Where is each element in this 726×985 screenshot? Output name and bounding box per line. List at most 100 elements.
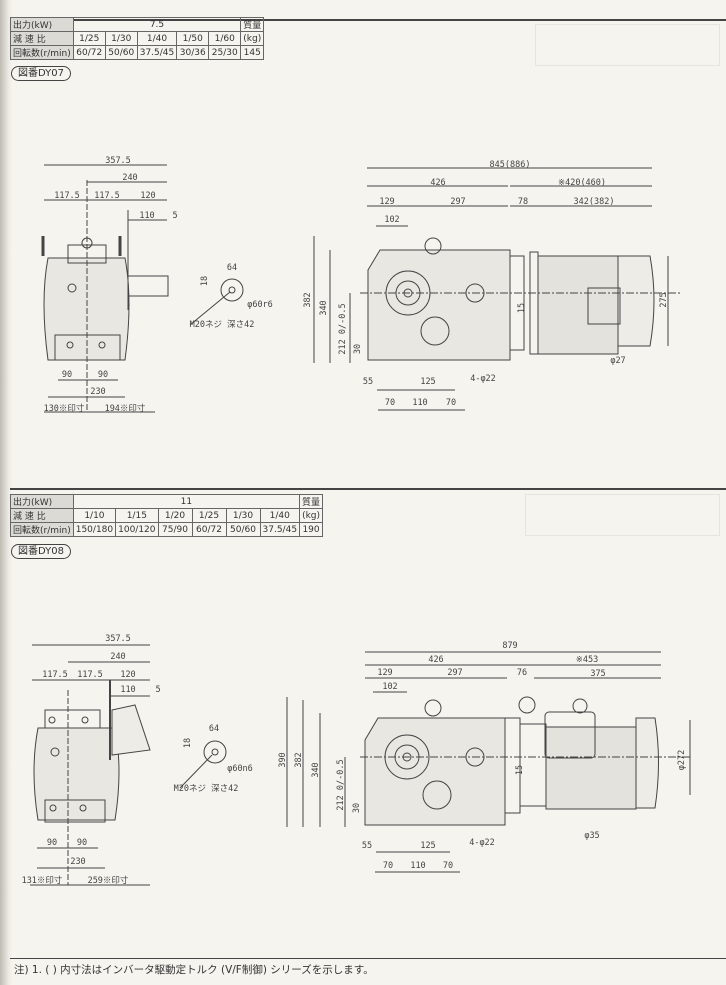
bleed-through [525,494,720,536]
dimension-label: 5 [172,211,178,221]
dimension-label: 342(382) [573,197,615,207]
speed-label: 回転数(r/min) [10,45,74,60]
dimension-label: 120 [120,670,136,680]
footnote-divider [10,958,726,959]
dimension-label: 55 [362,377,374,387]
speed-label: 回転数(r/min) [10,522,74,537]
dimension-label: 110 [410,861,426,871]
ratio-label: 減 速 比 [10,31,74,46]
dimension-label: 382 [294,752,304,768]
dimension-label: 131※印寸 [21,876,63,886]
dimension-label: φ60r6 [247,300,273,310]
dy08-side-view [30,644,227,886]
dimension-label: 297 [447,668,463,678]
dimension-label: 340 [319,300,329,316]
dimension-label: 117.5 [77,670,103,680]
dimension-label: 15 [515,764,525,776]
speed-cell: 50/60 [225,522,261,537]
dimension-label: 90 [61,370,73,380]
dimension-label: 212 0/-0.5 [336,759,346,811]
dimension-label: 879 [502,641,518,651]
dimension-label: φ27 [610,356,626,366]
page-binding-shadow [0,0,12,985]
dimension-label: 230 [70,857,86,867]
dimension-label: 845(886) [489,160,531,170]
dimension-label: 5 [155,685,161,695]
dimension-label: 117.5 [42,670,68,680]
dimension-label: 194※印寸 [104,404,146,414]
dimension-label: 64 [226,263,238,273]
drawing-number-dy07: 図番DY07 [11,66,71,81]
dimension-label: 375 [590,669,606,679]
dimension-label: 110 [139,211,155,221]
speed-cell: 50/60 [104,45,138,60]
dimension-label: 70 [384,398,396,408]
dimension-label: 30 [352,802,362,814]
dimension-label: 230 [90,387,106,397]
dimension-label: 129 [379,197,395,207]
dimension-label: 18 [183,737,193,749]
dimension-label: 64 [208,724,220,734]
output-label: 出力(kW) [10,494,74,509]
speed-cell: 100/120 [115,522,159,537]
dimension-label: 390 [278,752,288,768]
drawing-number-dy08: 図番DY08 [11,544,71,559]
dimension-label: 102 [384,215,400,225]
dimension-label: 55 [361,841,373,851]
dimension-label: 4-φ22 [469,838,495,848]
dimension-label: 297 [450,197,466,207]
dimension-label: 76 [516,668,528,678]
dimension-label: 275 [659,292,669,308]
section-divider [10,488,726,490]
section-divider [10,19,726,21]
dimension-label: 212 0/-0.5 [338,303,348,355]
dimension-label: 90 [76,838,88,848]
dimension-label: 340 [311,762,321,778]
dimension-label: φ60n6 [227,764,253,774]
dimension-label: 117.5 [54,191,80,201]
dimension-label: 4-φ22 [470,374,496,384]
dimension-label: 102 [382,682,398,692]
dimension-label: 382 [303,292,313,308]
dimension-label: ※420(460) [557,178,607,188]
dimension-label: M20ネジ 深さ42 [189,320,255,330]
output-label: 出力(kW) [10,17,74,32]
footnote: 注) 1. ( ) 内寸法はインバータ駆動定トルク (V/F制御) シリーズを示… [14,964,374,976]
dimension-label: 125 [420,841,436,851]
dimension-label: 125 [420,377,436,387]
dimension-label: 120 [140,191,156,201]
dimension-label: 70 [382,861,394,871]
dimension-label: 90 [46,838,58,848]
dy07-side-view [41,164,244,413]
dimension-label: 15 [517,302,527,314]
dimension-label: φ35 [584,831,600,841]
dimension-label: 18 [200,275,210,287]
dimension-label: 426 [430,178,446,188]
weight-unit: (kg) [299,508,324,523]
dimension-label: 90 [97,370,109,380]
dimension-label: 130※印寸 [43,404,85,414]
dimension-label: 240 [122,173,138,183]
bleed-through [535,24,720,66]
dimension-label: 110 [412,398,428,408]
dimension-label: 70 [445,398,457,408]
dimension-label: 117.5 [94,191,120,201]
dimension-label: 78 [517,197,529,207]
dimension-label: 129 [377,668,393,678]
dimension-label: ※453 [575,655,599,665]
dy07-front-view [313,167,680,411]
weight-value: 145 [240,45,265,60]
dimension-label: 357.5 [105,634,131,644]
dimension-label: φ272 [677,749,687,771]
dimension-label: 426 [428,655,444,665]
dimension-label: 357.5 [105,156,131,166]
dimension-label: 240 [110,652,126,662]
dimension-label: M20ネジ 深さ42 [173,784,239,794]
dimension-label: 110 [120,685,136,695]
dimension-label: 70 [442,861,454,871]
dy08-front-view [286,651,691,873]
dimension-label: 259※印寸 [87,876,129,886]
